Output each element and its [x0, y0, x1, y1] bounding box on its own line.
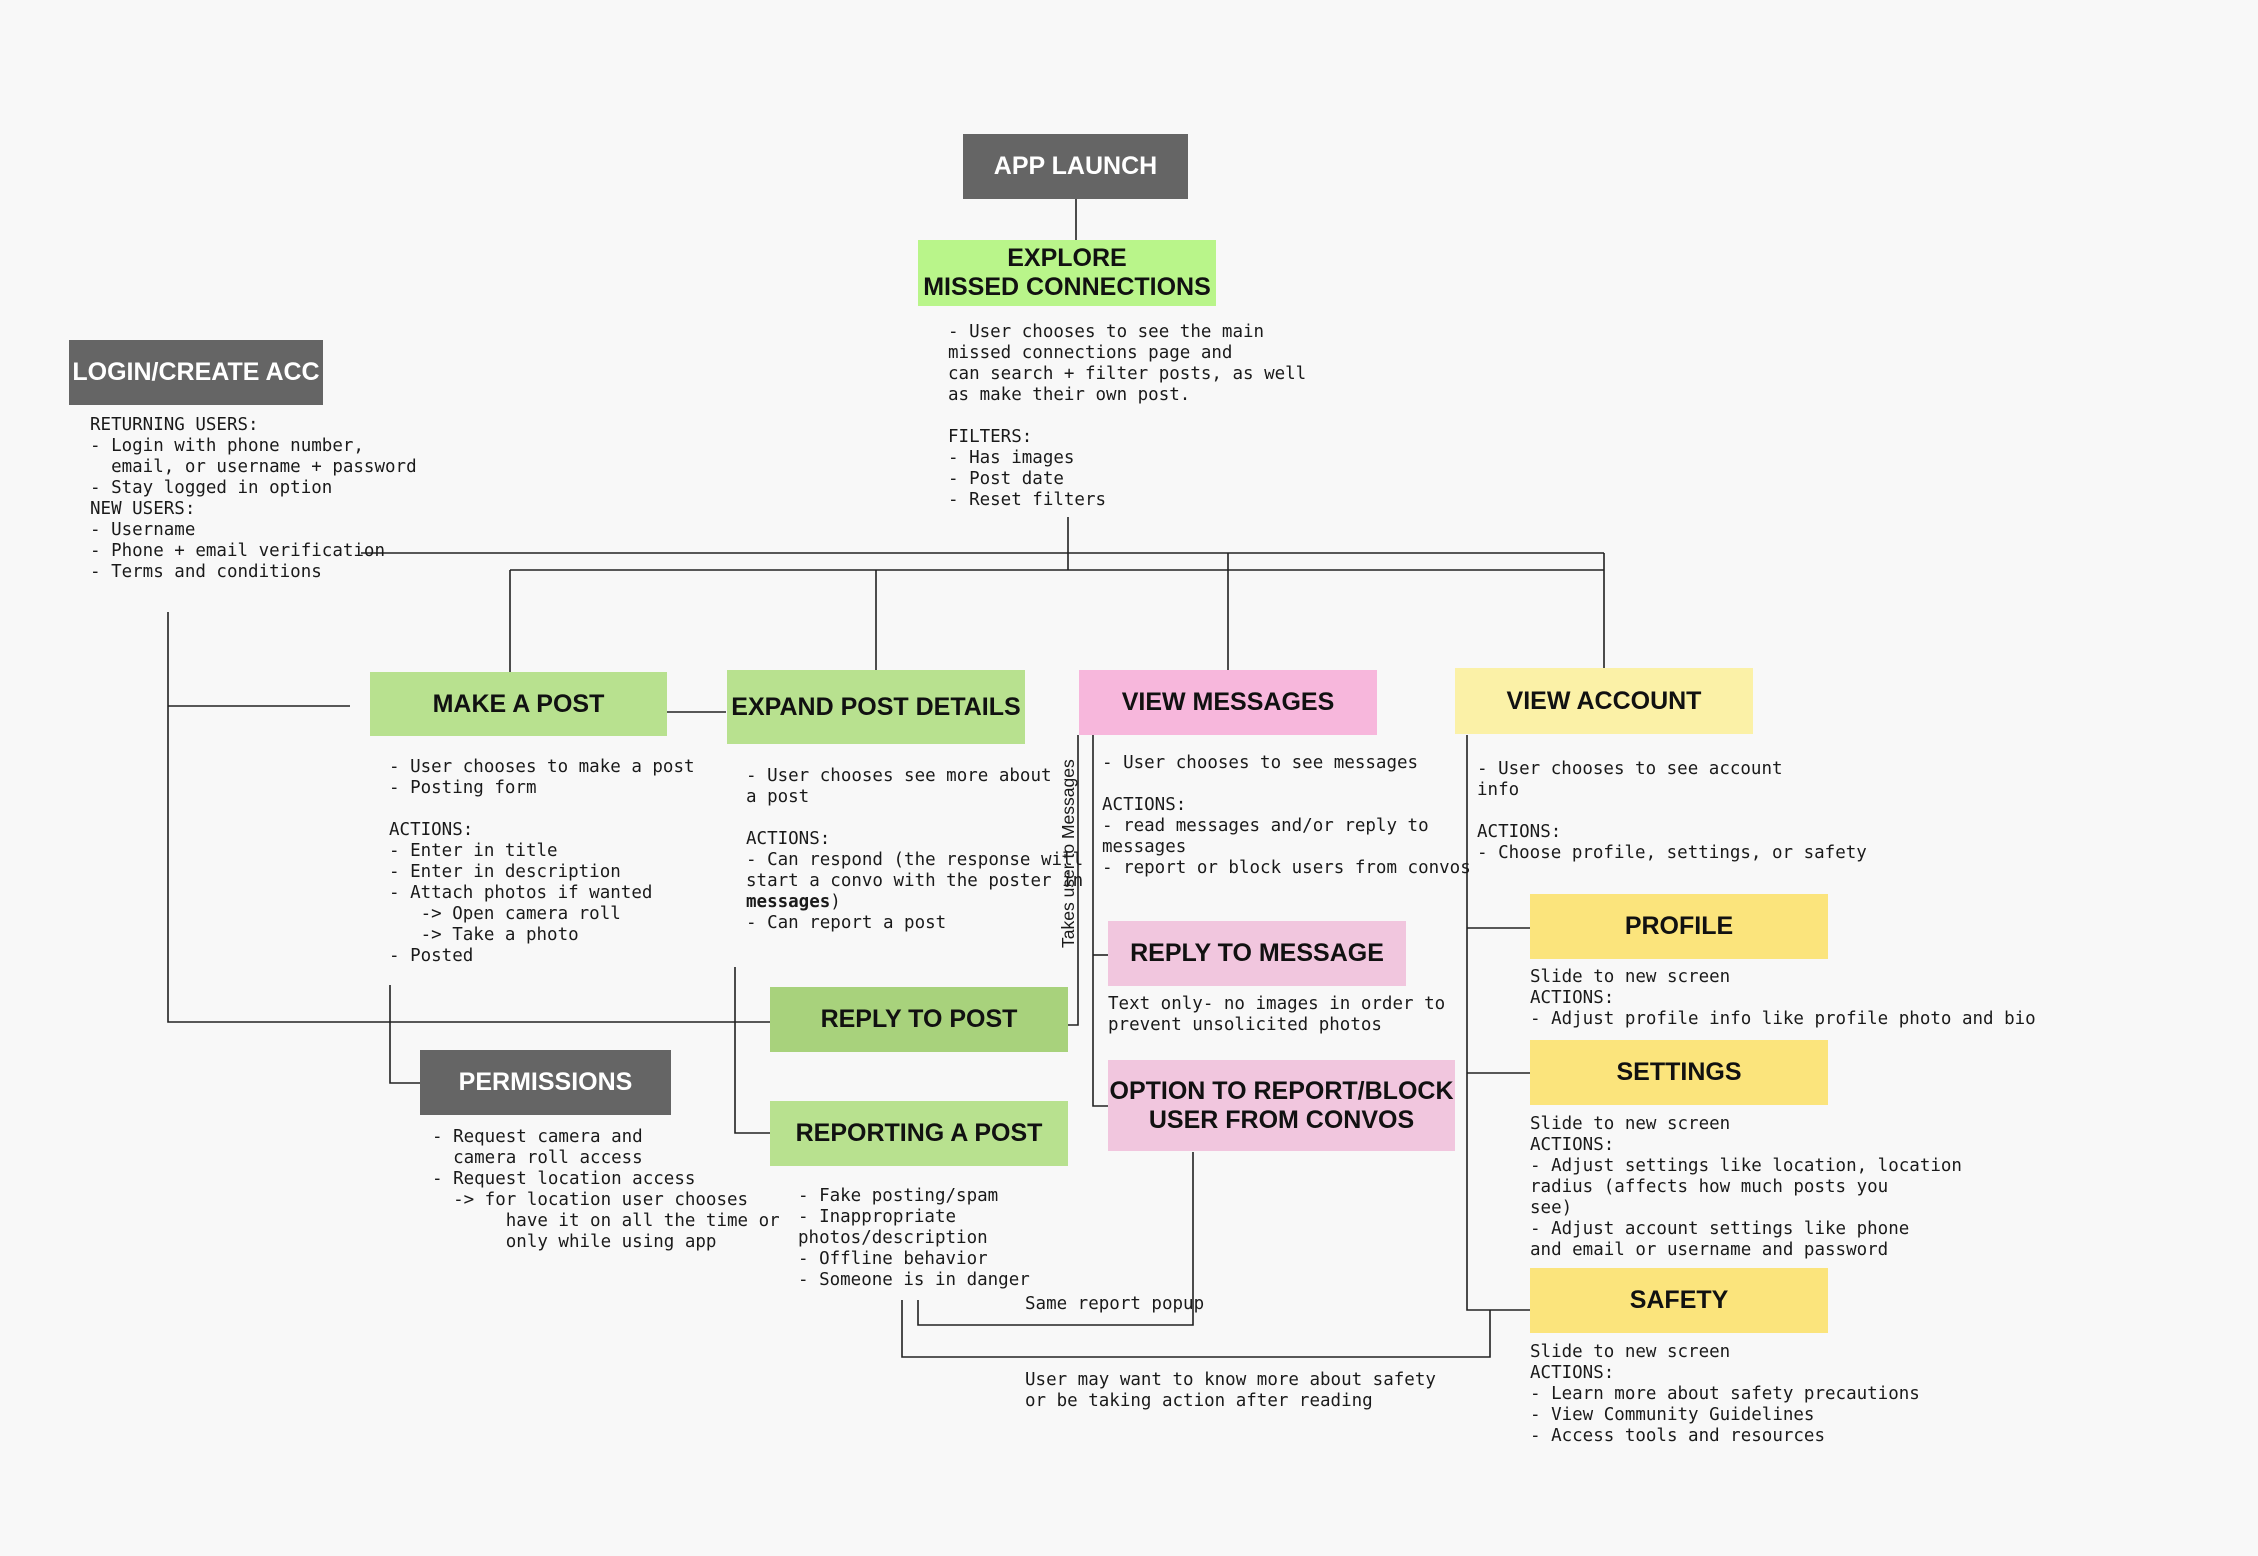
- line-safety-link: [901, 1300, 1491, 1358]
- line-messages-children: [1092, 735, 1108, 1107]
- node-profile: PROFILE: [1530, 894, 1828, 959]
- node-safety: SAFETY: [1530, 1268, 1828, 1333]
- line-make-permissions: [389, 985, 420, 1084]
- note-expand-post-bold: messages: [746, 892, 831, 912]
- note-profile: Slide to new screen ACTIONS: - Adjust pr…: [1530, 967, 2036, 1029]
- node-reply-to-message: REPLY TO MESSAGE: [1108, 921, 1406, 986]
- note-reply-to-message: Text only- no images in order to prevent…: [1108, 994, 1446, 1035]
- note-same-report: Same report popup: [1025, 1294, 1205, 1314]
- note-safety: Slide to new screen ACTIONS: - Learn mor…: [1530, 1342, 1920, 1446]
- node-explore: EXPLORE MISSED CONNECTIONS: [918, 240, 1216, 306]
- note-login: RETURNING USERS: - Login with phone numb…: [90, 415, 417, 582]
- line-report-popup: [917, 1152, 1194, 1326]
- node-report-block: OPTION TO REPORT/BLOCK USER FROM CONVOS: [1108, 1060, 1455, 1151]
- line-reply-messages: [1068, 735, 1079, 1026]
- node-view-account: VIEW ACCOUNT: [1455, 668, 1753, 734]
- node-permissions: PERMISSIONS: [420, 1050, 671, 1115]
- note-view-messages: - User chooses to see messages ACTIONS: …: [1102, 753, 1471, 878]
- node-reply-to-post: REPLY TO POST: [770, 987, 1068, 1052]
- node-login: LOGIN/CREATE ACC: [69, 340, 323, 405]
- note-expand-post: - User chooses see more about a post ACT…: [746, 766, 1083, 934]
- node-view-messages: VIEW MESSAGES: [1079, 670, 1377, 735]
- line-login-side: [167, 612, 770, 1023]
- node-app-launch: APP LAUNCH: [963, 134, 1188, 199]
- note-view-account: - User chooses to see account info ACTIO…: [1477, 759, 1867, 863]
- note-reporting-post: - Fake posting/spam - Inappropriate phot…: [798, 1186, 1030, 1290]
- node-make-post: MAKE A POST: [370, 672, 667, 736]
- note-settings: Slide to new screen ACTIONS: - Adjust se…: [1530, 1114, 1962, 1260]
- node-settings: SETTINGS: [1530, 1040, 1828, 1105]
- note-safety-link: User may want to know more about safety …: [1025, 1370, 1436, 1411]
- note-make-post: - User chooses to make a post - Posting …: [389, 757, 695, 966]
- note-permissions: - Request camera and camera roll access …: [432, 1127, 780, 1252]
- node-reporting-post: REPORTING A POST: [770, 1101, 1068, 1166]
- note-expand-post-part-a: - User chooses see more about a post ACT…: [746, 766, 1084, 891]
- note-explore: - User chooses to see the main missed co…: [948, 322, 1307, 510]
- line-expand-reporting: [734, 967, 770, 1134]
- note-takes-user: Takes user to Messages: [1058, 759, 1078, 948]
- note-expand-post-part-b: ) - Can report a post: [746, 892, 947, 933]
- line-account-children: [1466, 735, 1530, 1311]
- node-expand-post: EXPAND POST DETAILS: [727, 670, 1025, 744]
